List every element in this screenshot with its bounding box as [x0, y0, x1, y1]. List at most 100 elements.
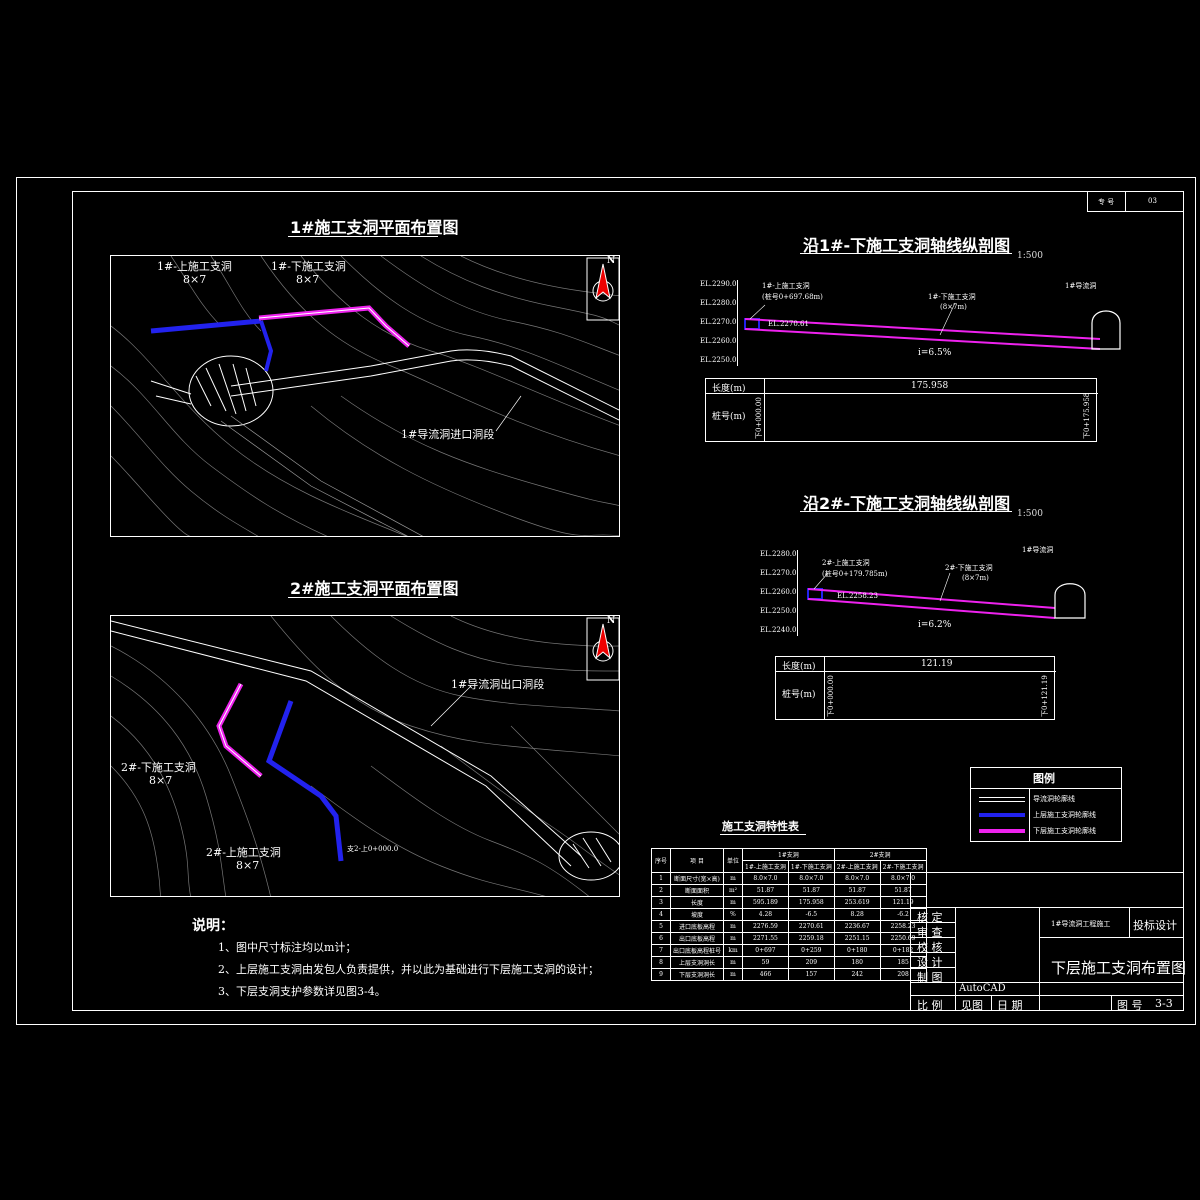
plan2-title: 2#施工支洞平面布置图 — [290, 579, 459, 598]
char-cell: m² — [723, 884, 744, 897]
section2-profile — [807, 572, 1086, 619]
section2-table: 长度(m) 121.19 桩号(m) 下0+000.00 下0+121.19 — [775, 656, 1056, 720]
char-cell: 2236.67 — [833, 920, 881, 933]
char-cell: 51.87 — [833, 884, 881, 897]
char-cell: 2271.55 — [742, 932, 789, 945]
tb-stage: 投标设计 — [1133, 919, 1177, 932]
section2-lower-size: (8×7m) — [962, 574, 989, 582]
char-cell: 253.619 — [833, 896, 881, 909]
plan2-station: 支2-上0+000.0 — [347, 845, 399, 853]
plan1-upper-tunnel — [150, 318, 262, 334]
char-cell: 3 — [651, 896, 671, 909]
tb-role-1: 审 查 — [917, 926, 943, 939]
section2-elevation-axis: EL.2280.0 EL.2270.0 EL.2260.0 EL.2250.0 … — [760, 550, 800, 640]
section1-station-end: 下0+175.958 — [1083, 392, 1091, 439]
section2-lower-tunnel — [807, 588, 1056, 619]
section1-elevation-axis: EL.2290.0 EL.2280.0 EL.2270.0 EL.2260.0 … — [700, 280, 740, 370]
plan2-contours — [111, 616, 619, 896]
legend-title: 图例 — [1033, 772, 1055, 785]
section2-diversion-label: 1#导流洞 — [1022, 546, 1054, 554]
char-cell: 242 — [833, 968, 881, 981]
tb-scale-label: 比 例 — [917, 999, 943, 1012]
plan1-lower-size: 8×7 — [296, 273, 320, 286]
section1-profile — [744, 302, 1121, 350]
plan1-upper-size: 8×7 — [183, 273, 207, 286]
char-cell: 5 — [651, 920, 671, 933]
char-cell: 466 — [742, 968, 789, 981]
characteristics-title: 施工支洞特性表 — [722, 820, 799, 833]
tb-date-label: 日 期 — [997, 999, 1023, 1012]
section1-station-label: 桩号(m) — [712, 412, 746, 422]
char-cell: m — [723, 896, 744, 909]
char-header-cell: 2#支洞 — [833, 848, 927, 861]
section2-el-3: EL.2250.0 — [760, 607, 797, 615]
char-cell: 坡度 — [669, 908, 725, 921]
section1-length-value: 175.958 — [911, 381, 949, 391]
section2-scale: 1:500 — [1017, 509, 1043, 519]
legend-swatch-diversion — [979, 797, 1025, 802]
section1-el-1: EL.2280.0 — [700, 299, 737, 307]
char-header-cell: 1#支洞 — [742, 848, 835, 861]
legend-item-diversion: 导流洞轮廓线 — [971, 791, 1121, 807]
section2-lower-label: 2#-下施工支洞 — [945, 564, 993, 572]
char-subheader-cell: 2#-下施工支洞 — [879, 860, 927, 873]
legend-swatch-upper — [979, 813, 1025, 817]
char-cell: 4 — [651, 908, 671, 921]
section1-el-0: EL.2290.0 — [700, 280, 737, 288]
char-subheader-cell: 1#-上施工支洞 — [742, 860, 789, 873]
section2-title: 沿2#-下施工支洞轴线纵剖图 — [803, 494, 1011, 513]
section1-el-3: EL.2260.0 — [700, 337, 737, 345]
notes-title: 说明： — [192, 918, 234, 934]
char-cell: 595.189 — [742, 896, 789, 909]
plan1-drawing: 1#-上施工支洞 8×7 1#-下施工支洞 8×7 1#导流洞进口洞段 N — [110, 255, 620, 537]
char-cell: 9 — [651, 968, 671, 981]
legend-swatch-lower — [979, 829, 1025, 833]
char-cell: 进口底板高程 — [669, 920, 725, 933]
char-cell: 8.28 — [833, 908, 881, 921]
section2-length-label: 长度(m) — [782, 662, 816, 672]
notes: 说明： 1、图中尺寸标注均以m计； 2、上层施工支洞由发包人负责提供，并以此为基… — [192, 915, 599, 999]
plan2-lower-label: 2#-下施工支洞 — [121, 761, 196, 774]
section2-station-end: 下0+121.19 — [1041, 675, 1049, 717]
plan2-diversion-tunnel — [111, 620, 582, 867]
section1-slope: i=6.5% — [918, 348, 952, 358]
plan2-drawing: 1#导流洞出口洞段 2#-下施工支洞 8×7 2#-上施工支洞 8×7 支2-上… — [110, 615, 620, 897]
char-cell: 8.0×7.0 — [787, 872, 835, 885]
char-cell: 0+259 — [787, 944, 835, 957]
plan1-north-n: N — [607, 256, 616, 266]
char-cell: 0+180 — [833, 944, 881, 957]
char-cell: 长度 — [669, 896, 725, 909]
section1-lower-label: 1#-下施工支洞 — [928, 293, 976, 301]
char-cell: 59 — [742, 956, 789, 969]
section2-el-2: EL.2260.0 — [760, 588, 797, 596]
plan1-contours — [111, 256, 619, 536]
char-cell: 断面面积 — [669, 884, 725, 897]
char-cell: 6 — [651, 932, 671, 945]
tb-role-4: 制 图 — [917, 971, 943, 984]
section2-station-label: 桩号(m) — [782, 690, 816, 700]
outer-border — [16, 177, 1196, 1025]
char-cell: 下层支洞洞长 — [669, 968, 725, 981]
plan2-north-arrow — [586, 617, 619, 681]
char-cell: 2251.15 — [833, 932, 881, 945]
section1-diversion-label: 1#导流洞 — [1065, 282, 1097, 290]
char-cell: m — [723, 872, 744, 885]
inner-border — [72, 191, 1184, 1011]
section2-slope: i=6.2% — [918, 620, 952, 630]
char-cell: 2270.61 — [787, 920, 835, 933]
plan1-diversion-label: 1#导流洞进口洞段 — [401, 428, 495, 441]
section1-length-label: 长度(m) — [712, 384, 746, 394]
title-block: 核 定 审 查 校 核 设 计 制 图 AutoCAD 比 例 见图 日 期 1… — [910, 872, 1186, 1012]
char-cell: 8.0×7.0 — [879, 872, 927, 885]
